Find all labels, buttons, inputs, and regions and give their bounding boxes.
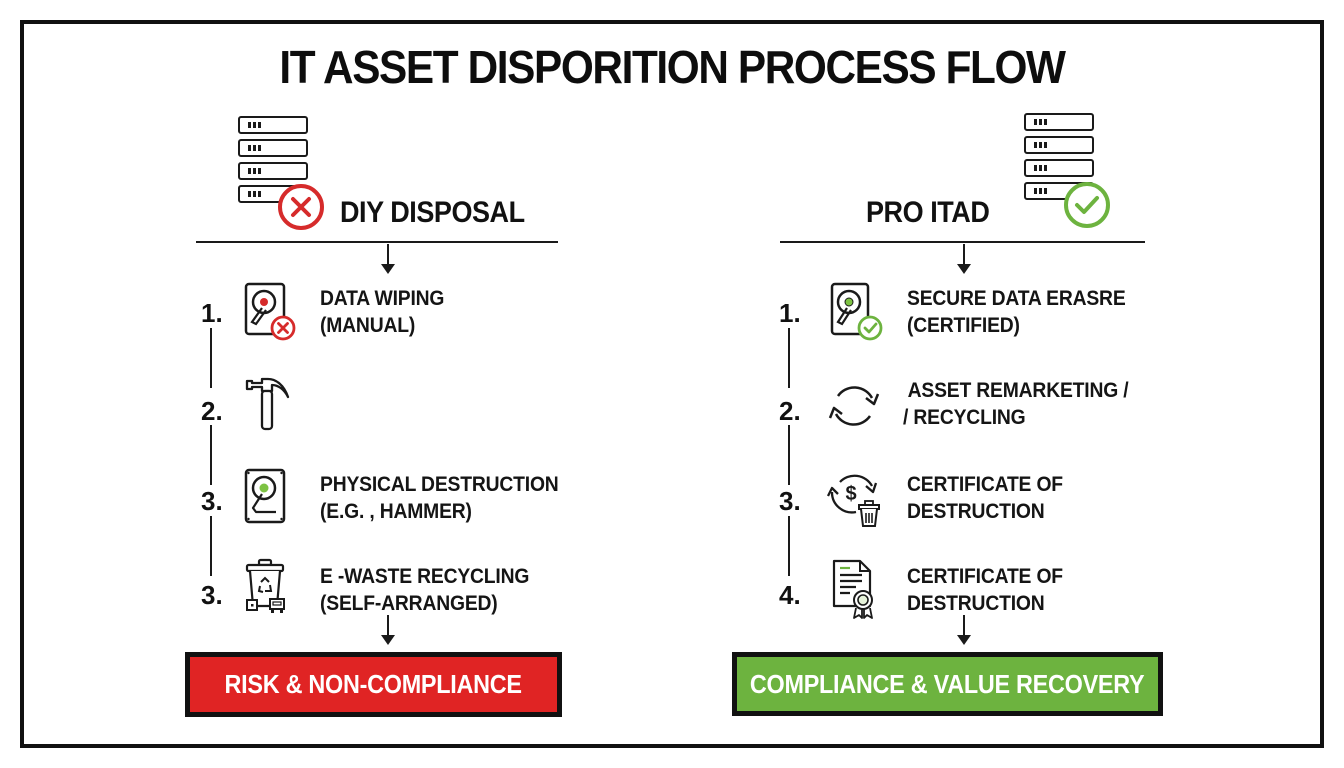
refresh-cycle-icon (824, 376, 884, 438)
step-label: CERTIFICATE OF DESTRUCTION (907, 473, 1063, 523)
step-label: PHYSICAL DESTRUCTION (E.G. , HAMMER) (320, 473, 559, 523)
step-number: 3. (201, 486, 223, 516)
column-heading-pro-itad: PRO ITAD (866, 196, 990, 229)
down-arrow-icon (957, 615, 971, 645)
outcome-risk-non-compliance: RISK & NON-COMPLIANCE (185, 652, 562, 717)
step-connector (210, 328, 212, 388)
step-number: 2. (779, 396, 801, 426)
down-arrow-icon (957, 244, 971, 274)
hammer-icon (244, 375, 304, 437)
step-number: 3. (779, 486, 801, 516)
step-label: CERTIFICATE OF DESTRUCTION (907, 565, 1063, 615)
down-arrow-icon (381, 244, 395, 274)
down-arrow-icon (381, 615, 395, 645)
page-title: IT ASSET DISPORITION PROCESS FLOW (279, 41, 1066, 93)
column-heading-diy: DIY DISPOSAL (340, 196, 525, 229)
step-number: 3. (201, 580, 223, 610)
step-number: 4. (779, 580, 801, 610)
step-number: 1. (201, 298, 223, 328)
step-connector (788, 328, 790, 388)
check-circle-icon (1064, 182, 1110, 228)
money-cycle-trash-icon: $ (826, 468, 886, 530)
hard-drive-icon (244, 468, 304, 530)
step-number: 2. (201, 396, 223, 426)
hard-drive-check-icon (830, 282, 890, 344)
step-label: E -WASTE RECYCLING (SELF-ARRANGED) (320, 565, 530, 615)
step-connector (210, 425, 212, 485)
recycle-bin-icon (244, 558, 304, 620)
server-stack-icon (1024, 113, 1096, 205)
hard-drive-x-icon (244, 282, 304, 344)
diagram-frame (20, 20, 1324, 748)
step-connector (788, 425, 790, 485)
outcome-compliance-value-recovery: COMPLIANCE & VALUE RECOVERY (732, 652, 1163, 716)
step-connector (788, 516, 790, 576)
step-number: 1. (779, 298, 801, 328)
step-label: SECURE DATA ERASRE (CERTIFIED) (907, 287, 1126, 337)
step-connector (210, 516, 212, 576)
svg-text:$: $ (845, 483, 856, 505)
step-label: DATA WIPING (MANUAL) (320, 287, 445, 337)
divider-line (780, 241, 1145, 243)
server-stack-icon (238, 116, 310, 208)
step-label: ASSET REMARKETING / / RECYCLING (903, 379, 1129, 429)
certificate-document-icon (830, 558, 890, 620)
x-circle-icon (278, 184, 324, 230)
divider-line (196, 241, 558, 243)
